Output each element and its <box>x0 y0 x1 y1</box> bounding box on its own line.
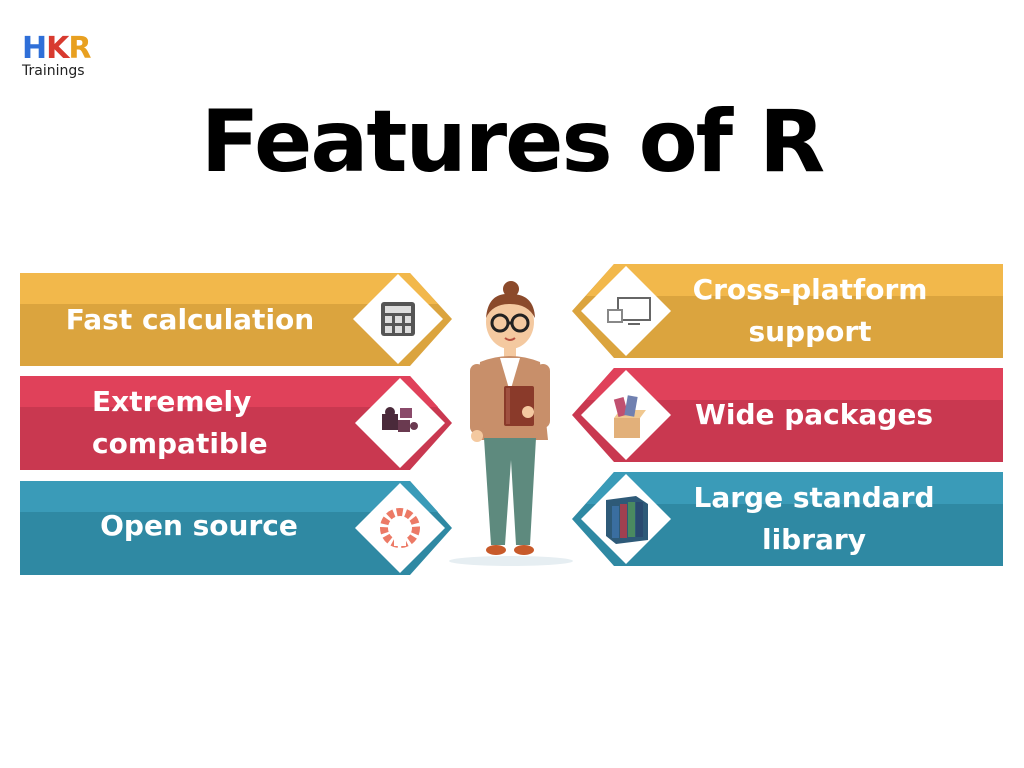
banner-wide-packages <box>572 368 1003 462</box>
puzzle-icon <box>382 407 418 432</box>
feature-label-fast-calculation: Fast calculation <box>65 303 315 336</box>
package-box-icon <box>613 395 646 438</box>
devices-icon <box>607 297 651 325</box>
calculator-icon <box>381 302 415 336</box>
feature-label-large-library: Large standard library <box>693 481 935 556</box>
banner-large-library <box>572 472 1003 566</box>
feature-label-extremely-compatible: Extremely compatible <box>92 385 268 460</box>
hkr-logo: HKR Trainings <box>22 31 91 79</box>
feature-label-cross-platform: Cross-platform support <box>692 273 928 348</box>
logo-letter-h: H <box>22 31 47 66</box>
logo-letter-r: R <box>68 31 91 66</box>
page-title: Features of R <box>200 92 826 192</box>
logo-subtitle: Trainings <box>22 63 85 79</box>
open-source-icon <box>380 508 420 548</box>
books-icon <box>606 496 648 544</box>
banner-fast-calculation <box>20 273 452 366</box>
logo-letter-k: K <box>46 31 69 66</box>
teacher-illustration-icon <box>449 281 573 566</box>
feature-label-wide-packages: Wide packages <box>694 398 933 431</box>
banner-cross-platform <box>572 264 1003 358</box>
logo-mark: HKR <box>22 31 91 66</box>
feature-label-open-source: Open source <box>100 509 298 542</box>
banner-extremely-compatible <box>20 376 452 470</box>
banner-open-source <box>20 481 452 575</box>
